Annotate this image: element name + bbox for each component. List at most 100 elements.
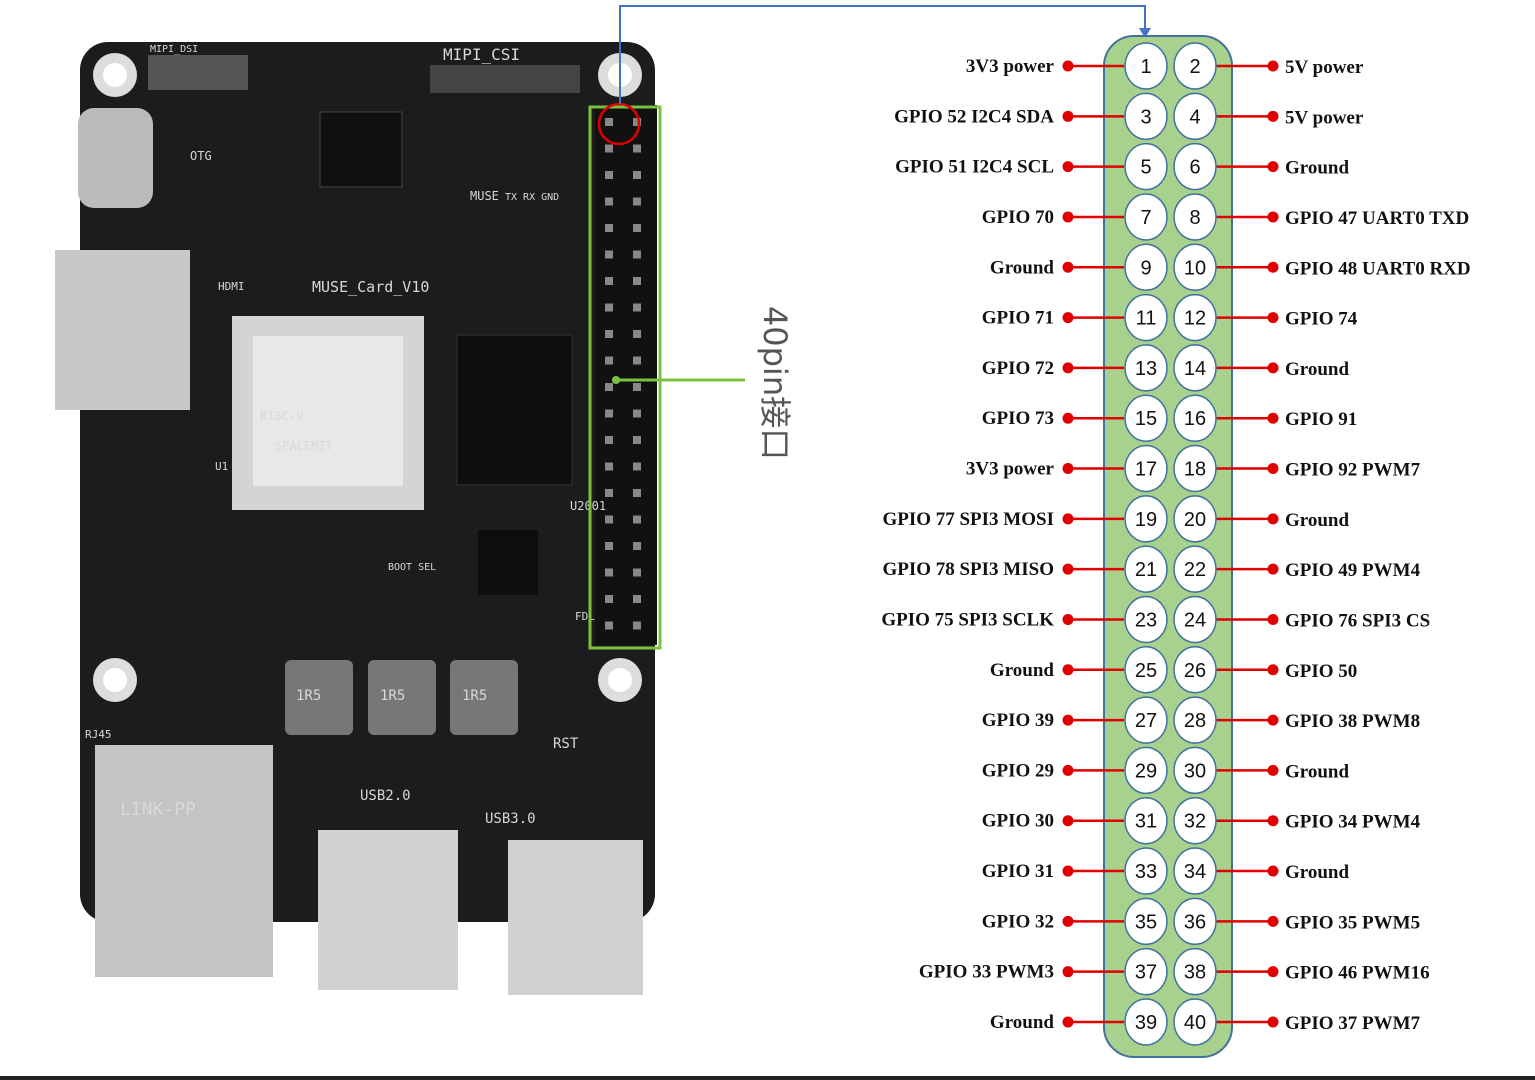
- pin-dot-right: [1267, 764, 1279, 776]
- pin-label-right: GPIO 48 UART0 RXD: [1285, 258, 1471, 279]
- pin-label-left: GPIO 33 PWM3: [919, 962, 1054, 983]
- pin-dot-left: [1062, 513, 1074, 525]
- pin-circle-odd: [1124, 998, 1168, 1046]
- pin-number: 33: [1135, 861, 1157, 883]
- pin-label-right: Ground: [1285, 359, 1350, 380]
- pin-number: 6: [1189, 157, 1200, 179]
- pin-dot-right: [1267, 463, 1279, 475]
- silkscreen-label: USB2.0: [360, 788, 411, 804]
- pin-number: 26: [1184, 660, 1206, 682]
- pin-label-right: GPIO 74: [1285, 309, 1358, 330]
- pin-circle-even: [1173, 796, 1217, 845]
- header-pin: [633, 356, 641, 365]
- pin-dot-right: [1267, 312, 1279, 324]
- pin-dot-left: [1062, 161, 1074, 173]
- header-pin: [605, 542, 613, 550]
- pin-label-right: GPIO 47 UART0 TXD: [1285, 208, 1469, 229]
- header-pin: [633, 542, 641, 550]
- arrow-head-icon: [1139, 28, 1151, 38]
- pin-label-left: GPIO 70: [982, 207, 1054, 228]
- pin-dot-right: [1267, 110, 1279, 122]
- header-pin: [633, 303, 641, 312]
- mounting-hole-center: [103, 668, 127, 692]
- pin-label-right: GPIO 35 PWM5: [1285, 912, 1420, 933]
- pin-number: 10: [1184, 257, 1206, 279]
- silkscreen-label: RJ45: [85, 728, 112, 741]
- pin-dot-left: [1062, 563, 1074, 575]
- inductor: [368, 660, 436, 735]
- pin-circle-even: [1173, 42, 1217, 90]
- silkscreen-label: BOOT SEL: [388, 562, 436, 573]
- pin-circle-even: [1173, 998, 1217, 1046]
- pin-label-right: GPIO 76 SPI3 CS: [1285, 610, 1430, 631]
- header-pin: [633, 436, 641, 444]
- pin-circle-even: [1173, 92, 1217, 141]
- header-pin: [605, 277, 613, 285]
- pin-dot-right: [1267, 563, 1279, 575]
- header-pin: [633, 515, 641, 524]
- mipi-csi-connector: [430, 65, 580, 93]
- header-pin: [633, 277, 641, 285]
- header-highlight-box: [588, 105, 662, 650]
- pin-circle-even: [1173, 646, 1217, 694]
- pin-dot-right: [1267, 714, 1279, 726]
- pin-dot-left: [1062, 1016, 1074, 1028]
- pin-dot-left: [1062, 966, 1074, 978]
- pin-number: 14: [1184, 358, 1206, 380]
- pin-circle-odd: [1124, 746, 1168, 795]
- pin-dot-left: [1062, 312, 1074, 324]
- header-pin: [633, 489, 641, 497]
- pin-number: 32: [1184, 811, 1206, 833]
- mounting-hole-center: [103, 63, 127, 87]
- pin-label-right: GPIO 37 PWM7: [1285, 1013, 1421, 1034]
- pin-label-left: GPIO 52 I2C4 SDA: [894, 106, 1054, 127]
- pin-label-right: GPIO 50: [1285, 661, 1357, 682]
- pin-circle-even: [1173, 595, 1217, 644]
- header-pin: [605, 409, 613, 418]
- silkscreen-label: MUSE_Card_V10: [312, 278, 429, 296]
- silkscreen-label: RISC-V: [260, 409, 303, 423]
- pin-label-left: GPIO 31: [982, 861, 1054, 882]
- pin-number: 39: [1135, 1012, 1157, 1034]
- pin-circle-odd: [1124, 394, 1168, 442]
- header-pin: [605, 118, 613, 126]
- header-pin: [633, 568, 641, 577]
- header-pin: [605, 250, 613, 259]
- pin-number: 20: [1184, 509, 1206, 531]
- pin-circle-even: [1173, 947, 1217, 996]
- pin-number: 29: [1135, 760, 1157, 782]
- pin-dot-left: [1062, 714, 1074, 726]
- pin-number: 9: [1140, 257, 1151, 279]
- silkscreen-label: OTG: [190, 149, 212, 163]
- pin-circle-odd: [1124, 545, 1168, 593]
- pin-circle-odd: [1124, 293, 1168, 342]
- pin-number: 25: [1135, 660, 1157, 682]
- pin-number: 35: [1135, 911, 1157, 933]
- pin-circle-even: [1173, 142, 1217, 191]
- pin-dot-left: [1062, 915, 1074, 927]
- pin-dot-right: [1267, 412, 1279, 424]
- header-pin: [605, 383, 613, 391]
- pin-circle-even: [1173, 847, 1217, 895]
- pin-dot-left: [1062, 463, 1074, 475]
- pin-number: 15: [1135, 408, 1157, 430]
- pin-dot-right: [1267, 613, 1279, 625]
- pin-circle-odd: [1124, 193, 1168, 241]
- pin-dot-right: [1267, 865, 1279, 877]
- pin-label-right: Ground: [1285, 761, 1350, 782]
- pin-label-left: GPIO 39: [982, 710, 1054, 731]
- silkscreen-label: U2001: [570, 499, 606, 513]
- pin-number: 19: [1135, 509, 1157, 531]
- pin-dot-left: [1062, 764, 1074, 776]
